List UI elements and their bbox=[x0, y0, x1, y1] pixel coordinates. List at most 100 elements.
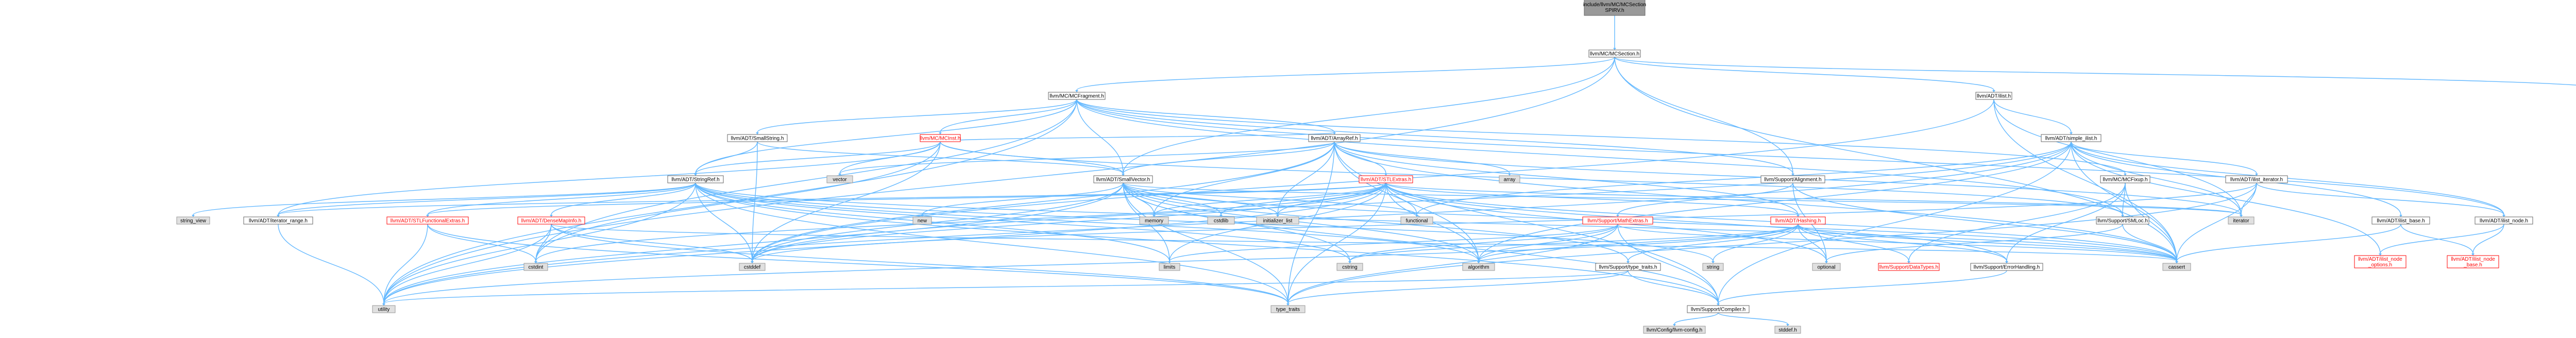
edge-densemapinfo-to-utility bbox=[383, 224, 552, 304]
edge-arrowhead-mcfragment-to-alignment bbox=[1791, 174, 1794, 176]
edge-mcfragment-to-smallstring bbox=[757, 99, 1077, 133]
node-box bbox=[1584, 0, 1646, 16]
node-box bbox=[739, 263, 766, 271]
edge-smallvector-to-typetraitsh bbox=[1123, 182, 1629, 262]
edge-arrowhead-root-to-mcsection bbox=[1613, 48, 1616, 50]
node-smallstring[interactable]: llvm/ADT/SmallString.h bbox=[727, 134, 788, 142]
node-box bbox=[386, 216, 469, 225]
node-compiler[interactable]: llvm/Support/Compiler.h bbox=[1687, 305, 1750, 313]
node-ilist[interactable]: llvm/ADT/ilist.h bbox=[1975, 92, 2012, 100]
node-ilistnode[interactable]: llvm/ADT/ilist_node.h bbox=[2475, 216, 2533, 225]
node-errorhandling[interactable]: llvm/Support/ErrorHandling.h bbox=[1970, 263, 2043, 271]
edge-arrowhead-hashing-to-cassert bbox=[2175, 261, 2178, 263]
edge-mcfragment-to-stringref bbox=[695, 99, 1077, 174]
node-utility: utility bbox=[372, 305, 396, 313]
node-box bbox=[372, 305, 396, 313]
node-stlfunctional[interactable]: llvm/ADT/STLFunctionalExtras.h bbox=[386, 216, 469, 225]
node-stlextras[interactable]: llvm/ADT/STLExtras.h bbox=[1359, 175, 1413, 183]
edge-arrowhead-densemapinfo-to-cstddef bbox=[751, 261, 754, 263]
node-stringref[interactable]: llvm/ADT/StringRef.h bbox=[667, 175, 724, 183]
node-ilistiterator[interactable]: llvm/ADT/ilist_iterator.h bbox=[2225, 175, 2288, 183]
node-densemapinfo[interactable]: llvm/ADT/DenseMapInfo.h bbox=[517, 216, 585, 225]
edge-arrayref-to-cstddef bbox=[752, 141, 1335, 262]
node-label: llvm/ADT/ilist_node_options.h bbox=[2358, 257, 2402, 268]
edge-typetraitsh-to-compiler bbox=[1628, 270, 1719, 304]
edge-mcfragment-to-alignment bbox=[1076, 99, 1793, 174]
node-iteratorrange[interactable]: llvm/ADT/iterator_range.h bbox=[243, 216, 313, 225]
node-cstdint: cstdint bbox=[523, 263, 548, 271]
edge-arrowhead-stringref-to-densemapinfo bbox=[550, 215, 553, 217]
node-ilistnodeopts[interactable]: llvm/ADT/ilist_node_options.h bbox=[2354, 255, 2406, 268]
node-label: cstdint bbox=[529, 265, 544, 271]
edge-arrowhead-mcfixup-to-smloc bbox=[2121, 215, 2124, 217]
edge-mcinst-to-iteratorrange bbox=[278, 141, 941, 215]
node-mcsection[interactable]: llvm/MC/MCSection.h bbox=[1588, 49, 1641, 58]
edge-mcinst-to-cstddef bbox=[752, 141, 941, 262]
node-label: llvm/ADT/ilist_iterator.h bbox=[2230, 177, 2283, 183]
node-mcinst[interactable]: llvm/MC/MCInst.h bbox=[920, 134, 961, 142]
node-ilistbase[interactable]: llvm/ADT/ilist_base.h bbox=[2371, 216, 2430, 225]
edge-arrowhead-stlextras-to-stlfunctional bbox=[426, 215, 429, 217]
edge-arrowhead-arrayref-to-array bbox=[1508, 174, 1511, 176]
node-label: cstdlib bbox=[1214, 218, 1229, 224]
edge-arrowhead-compiler-to-llvmconfig bbox=[1673, 324, 1676, 326]
edge-stlextras-to-memory bbox=[1154, 182, 1386, 215]
edge-arrowhead-mcfragment-to-smallstring bbox=[756, 132, 759, 134]
edge-arrayref-to-memory bbox=[1154, 141, 1335, 215]
edge-mcsection-to-utility bbox=[383, 57, 1615, 304]
edge-arrowhead-stlextras-to-initlist bbox=[1276, 215, 1279, 217]
node-label: llvm/ADT/SmallString.h bbox=[731, 136, 784, 142]
edge-densemapinfo-to-cstddef bbox=[551, 224, 753, 262]
edge-smloc-to-optional bbox=[1826, 224, 2123, 262]
edge-arrowhead-typetraitsh-to-typetraits bbox=[1286, 303, 1290, 306]
edge-arrowhead-smallvector-to-new bbox=[921, 215, 924, 217]
edge-simpleilist-to-algorithm bbox=[1478, 141, 2072, 262]
edge-mcfragment-to-mcfixup bbox=[1076, 99, 2126, 174]
node-smallvector[interactable]: llvm/ADT/SmallVector.h bbox=[1093, 175, 1153, 183]
node-llvmconfig: llvm/Config/llvm-config.h bbox=[1643, 326, 1706, 334]
edge-simpleilist-to-compiler bbox=[1718, 141, 2072, 304]
edge-arrayref-to-cassert bbox=[1334, 141, 2177, 262]
node-mcfixup[interactable]: llvm/MC/MCFixup.h bbox=[2100, 175, 2150, 183]
node-hashing[interactable]: llvm/ADT/Hashing.h bbox=[1770, 216, 1826, 225]
node-label: llvm/ADT/simple_ilist.h bbox=[2045, 136, 2097, 142]
node-label: llvm/ADT/iterator_range.h bbox=[249, 218, 308, 224]
node-smloc[interactable]: llvm/Support/SMLoc.h bbox=[2096, 216, 2149, 225]
edge-mcfragment-to-utility bbox=[383, 99, 1077, 304]
node-typetraitsh[interactable]: llvm/Support/type_traits.h bbox=[1595, 263, 1661, 271]
node-label: limits bbox=[1164, 265, 1176, 271]
edge-stlextras-to-iteratorrange bbox=[278, 182, 1386, 215]
edge-arrowhead-mcinst-to-stringref bbox=[694, 174, 697, 176]
node-label: llvm/ADT/DenseMapInfo.h bbox=[521, 218, 582, 224]
edge-mcinst-to-arrayref bbox=[940, 132, 1335, 142]
edge-arrowhead-arrayref-to-stlextras bbox=[1384, 174, 1387, 176]
node-alignment[interactable]: llvm/Support/Alignment.h bbox=[1760, 175, 1825, 183]
edge-arrowhead-hashing-to-optional bbox=[1825, 261, 1828, 263]
node-label: iterator bbox=[2233, 218, 2249, 224]
node-label: llvm/ADT/ilist.h bbox=[1977, 94, 2011, 99]
edge-stringref-to-iteratorrange bbox=[278, 182, 696, 215]
edge-ilistiterator-to-ilistnode bbox=[2256, 182, 2504, 215]
node-mathextras[interactable]: llvm/Support/MathExtras.h bbox=[1582, 216, 1653, 225]
node-box bbox=[1256, 216, 1299, 225]
node-simpleilist[interactable]: llvm/ADT/simple_ilist.h bbox=[2041, 134, 2102, 142]
edge-simpleilist-to-cassert bbox=[2071, 141, 2177, 262]
edge-arrowhead-compiler-to-cstddefh bbox=[1786, 324, 1789, 326]
node-label: llvm/MC/MCFixup.h bbox=[2103, 177, 2147, 183]
edge-hashing-to-optional bbox=[1798, 224, 1827, 262]
edge-mcsection-to-alignment bbox=[1614, 57, 1793, 174]
edge-arrowhead-ilist-to-simpleilist bbox=[2070, 132, 2073, 134]
edge-hashing-to-string bbox=[1713, 224, 1799, 262]
node-label: string bbox=[1707, 265, 1719, 271]
edge-hashing-to-cstring bbox=[1349, 224, 1799, 262]
node-initlist: initializer_list bbox=[1256, 216, 1299, 225]
node-box bbox=[1760, 175, 1825, 183]
node-mcfragment[interactable]: llvm/MC/MCFragment.h bbox=[1048, 92, 1106, 100]
node-datatypes[interactable]: llvm/Support/DataTypes.h bbox=[1878, 263, 1940, 271]
node-ilistnodebase[interactable]: llvm/ADT/ilist_node_base.h bbox=[2447, 255, 2499, 268]
edge-mcsection-to-mcfragment bbox=[1076, 57, 1615, 91]
node-arrayref[interactable]: llvm/ADT/ArrayRef.h bbox=[1308, 134, 1361, 142]
edge-iteratorrange-to-utility bbox=[278, 224, 384, 304]
